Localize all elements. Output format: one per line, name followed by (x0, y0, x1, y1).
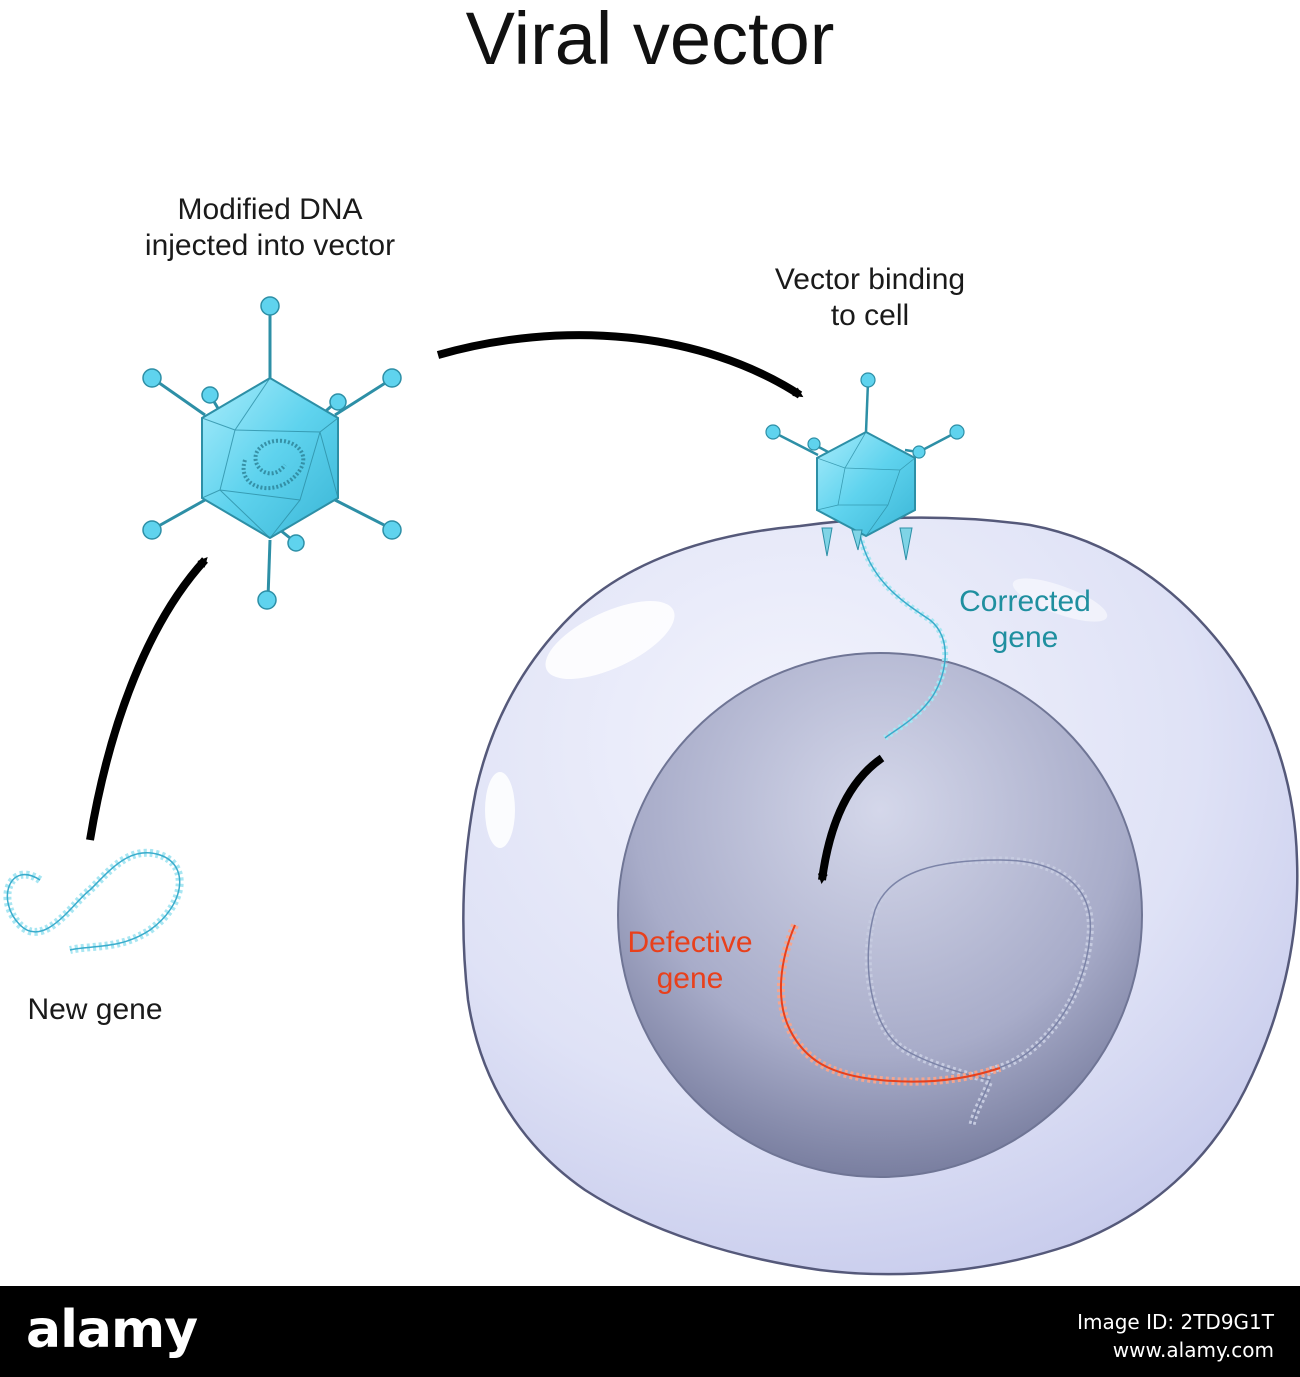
arrow-into-nucleus (817, 754, 885, 884)
footer-bar: alamy Image ID: 2TD9G1T www.alamy.com (0, 1286, 1300, 1377)
nucleus (617, 652, 1143, 1178)
new-gene-dna (3, 848, 184, 954)
label-line: gene (656, 962, 724, 995)
brand-logo[interactable]: alamy (26, 1300, 198, 1360)
defective-gene-dna (777, 923, 1002, 1086)
nuclear-dna (864, 856, 1094, 1126)
label-line: Corrected (959, 585, 1091, 618)
label-new-gene: New gene (27, 993, 163, 1026)
cell-highlight (485, 772, 515, 848)
diagram-title: Viral vector (465, 0, 835, 80)
label-defective-gene: Defective gene (615, 925, 765, 997)
label-line: Vector binding (774, 263, 966, 296)
viral-vector-large (142, 296, 402, 610)
corrected-gene-dna (857, 534, 949, 741)
label-modified-dna: Modified DNA injected into vector (120, 192, 420, 264)
label-corrected-gene: Corrected gene (940, 584, 1110, 656)
cell-highlight (545, 601, 675, 679)
diagram-canvas (3, 296, 1299, 1276)
label-line: to cell (830, 299, 910, 332)
viral-vector-binding (765, 372, 965, 561)
label-line: gene (991, 621, 1059, 654)
cell-highlight (1012, 578, 1108, 622)
image-url-line[interactable]: www.alamy.com (1112, 1338, 1274, 1362)
image-id: Image ID: 2TD9G1T www.alamy.com (1077, 1308, 1274, 1364)
label-line: Defective (627, 926, 753, 959)
label-line: injected into vector (144, 229, 396, 262)
image-id-line: Image ID: 2TD9G1T (1077, 1310, 1274, 1334)
arrow-vector-to-cell (436, 331, 804, 399)
label-vector-binding: Vector binding to cell (740, 262, 1000, 334)
label-line: Modified DNA (177, 193, 363, 226)
arrow-gene-to-vector (86, 557, 208, 841)
